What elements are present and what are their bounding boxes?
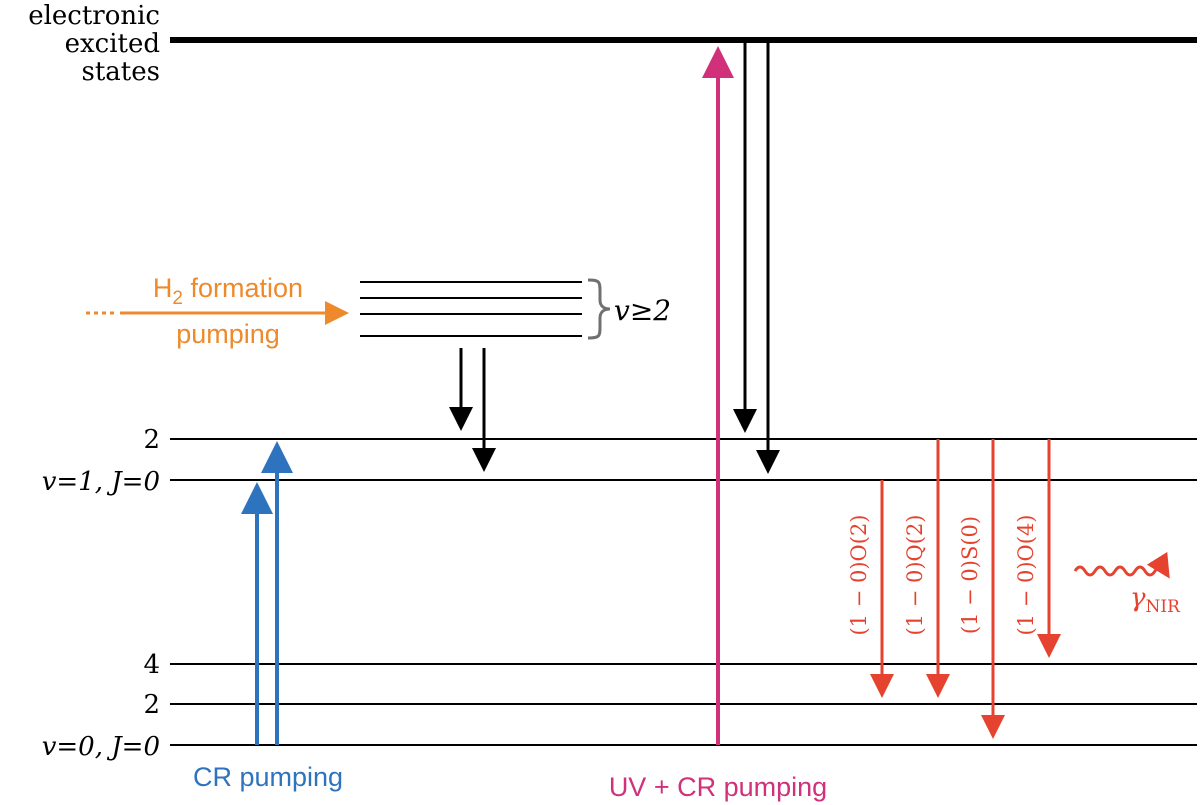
- v-ge2-brace: [587, 278, 611, 340]
- electronic-label-line2: excited: [65, 29, 160, 59]
- nir-photon-wave-icon: [1073, 551, 1170, 579]
- v0-J2-label: 2: [143, 690, 160, 720]
- transition-o2-label: (1 − 0)O(2): [847, 514, 871, 635]
- v0-J4-label: 4: [143, 650, 160, 680]
- h2-formation-pumping: H2 formation pumping: [86, 273, 349, 349]
- v-ge2-levels: [360, 281, 582, 337]
- v1-J2-label: 2: [143, 425, 160, 455]
- transition-q2-label: (1 − 0)Q(2): [903, 514, 927, 635]
- nir-transition-arrows: [870, 439, 1061, 739]
- electronic-states-label: electronic excited states: [28, 1, 160, 87]
- electronic-label-line1: electronic: [28, 1, 160, 31]
- fluorescent-cascade-arrows: [733, 40, 780, 474]
- cascade-arrows: [449, 348, 496, 472]
- v1-J0-label: v=1, J=0: [42, 467, 160, 497]
- uv-cr-pumping-label: UV + CR pumping: [609, 772, 827, 802]
- h2-formation-label: H2 formation: [153, 273, 303, 309]
- electronic-label-line3: states: [82, 57, 160, 87]
- nir-photon-label: γNIR: [1130, 583, 1181, 617]
- cr-pumping-arrows: [241, 441, 293, 745]
- h2-formation-label-line2: pumping: [176, 319, 280, 349]
- cr-pumping-label: CR pumping: [193, 762, 343, 792]
- v-ge2-label: v≥2: [614, 294, 671, 327]
- v0-J0-label: v=0, J=0: [42, 732, 160, 762]
- transition-o4-label: (1 − 0)O(4): [1014, 514, 1038, 635]
- transition-s0-label: (1 − 0)S(0): [958, 516, 982, 634]
